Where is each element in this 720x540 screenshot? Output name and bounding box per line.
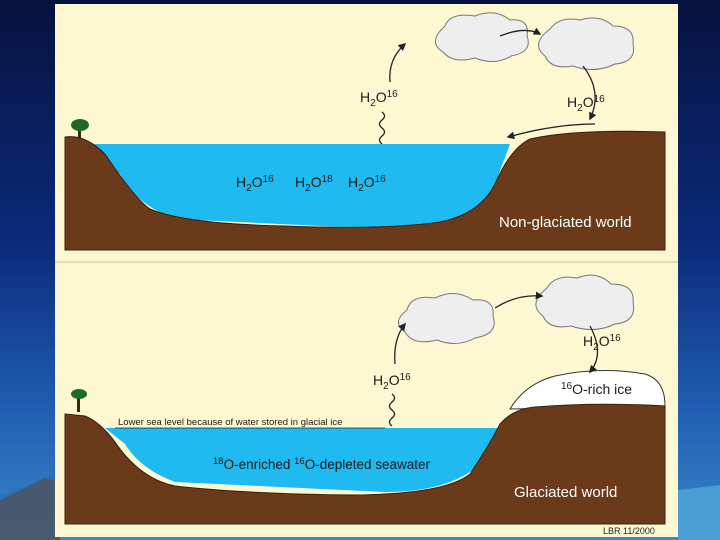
evaporation-squiggle: [378, 111, 386, 145]
cloud-icon: [435, 12, 529, 62]
cloud-transport-arrow: [499, 27, 542, 37]
ice-label: 16O-rich ice: [561, 381, 632, 397]
precipitation-arrow: [582, 65, 597, 121]
water-molecule-label: H2O16: [236, 174, 274, 194]
snowfall-label: H2O16: [583, 333, 621, 353]
cloud-icon: [398, 293, 495, 344]
credit-label: LBR 11/2000: [603, 526, 655, 536]
evaporation-arrow: [394, 322, 406, 365]
runoff-arrow: [506, 123, 596, 140]
seawater-label: 18O-enriched 16O-depleted seawater: [213, 456, 431, 472]
glaciation-diagram: H2O16 H2O16 H2O16 H2O18 H2O16 Non-glacia…: [55, 4, 678, 537]
panel-caption-bottom: Glaciated world: [514, 484, 617, 501]
evaporation-label-top: H2O16: [360, 89, 398, 109]
top-panel: H2O16 H2O16 H2O16 H2O18 H2O16 Non-glacia…: [64, 12, 666, 251]
ice-sheet: [509, 369, 666, 410]
ocean-water-bottom: [105, 428, 505, 492]
bottom-panel: H2O16 H2O16 16O-rich ice Lower sea level…: [64, 274, 666, 525]
evaporation-squiggle: [388, 393, 396, 427]
evaporation-arrow: [389, 42, 407, 83]
sea-level-note: Lower sea level because of water stored …: [118, 417, 342, 428]
tree-icon: [71, 389, 87, 412]
water-molecule-label: H2O16: [348, 174, 386, 194]
evaporation-label-bottom: H2O16: [373, 372, 411, 392]
land-top: [64, 130, 666, 251]
panel-caption-top: Non-glaciated world: [499, 214, 632, 231]
cloud-icon: [535, 274, 635, 330]
water-molecule-label: H2O18: [295, 174, 333, 194]
snowfall-arrow: [589, 325, 599, 374]
land-bottom: [64, 403, 666, 525]
cloud-transport-arrow: [494, 291, 544, 309]
precipitation-label-top: H2O16: [567, 94, 605, 114]
cloud-icon: [538, 17, 635, 70]
ocean-water-top: [83, 144, 510, 229]
tree-icon: [71, 119, 89, 138]
